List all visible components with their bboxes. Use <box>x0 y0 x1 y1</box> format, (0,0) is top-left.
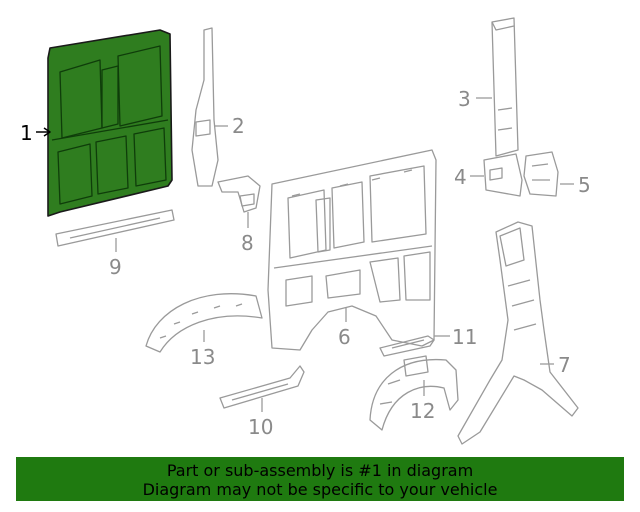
callout-5[interactable]: 5 <box>578 173 591 197</box>
callout-labels: 1 2 3 4 5 6 7 8 9 10 11 12 13 <box>20 87 591 439</box>
callout-10[interactable]: 10 <box>248 415 273 439</box>
callout-1[interactable]: 1 <box>20 121 33 145</box>
callout-11[interactable]: 11 <box>452 325 477 349</box>
parts-diagram: 1 2 3 4 5 6 7 8 9 10 11 12 13 <box>20 17 591 445</box>
part-11-plate[interactable] <box>379 335 435 357</box>
callout-4[interactable]: 4 <box>454 165 467 189</box>
part-9-sill-strip[interactable] <box>55 209 175 247</box>
callout-3[interactable]: 3 <box>458 87 471 111</box>
leader-lines <box>36 97 574 412</box>
part-4-bracket[interactable] <box>483 153 523 197</box>
part-13-wheel-arch[interactable] <box>145 293 263 353</box>
banner-line-2: Diagram may not be specific to your vehi… <box>142 480 498 499</box>
part-1-side-panel[interactable] <box>47 29 173 217</box>
part-2-pillar[interactable] <box>191 27 219 187</box>
callout-12[interactable]: 12 <box>410 399 435 423</box>
part-7-pillar-assembly[interactable] <box>457 221 579 445</box>
part-5-bracket[interactable] <box>523 151 559 197</box>
callout-2[interactable]: 2 <box>232 114 245 138</box>
part-3-upright[interactable] <box>491 17 519 157</box>
banner-line-1: Part or sub-assembly is #1 in diagram <box>166 461 474 480</box>
callout-13[interactable]: 13 <box>190 345 215 369</box>
info-banner: Part or sub-assembly is #1 in diagram Di… <box>16 457 624 501</box>
part-12-wheelhouse-inner[interactable] <box>369 355 459 431</box>
part-6-inner-panel[interactable] <box>267 149 437 351</box>
callout-9[interactable]: 9 <box>109 255 122 279</box>
callout-6[interactable]: 6 <box>338 325 351 349</box>
part-8-bracket[interactable] <box>217 175 261 213</box>
part-10-lower-rail[interactable] <box>219 365 305 409</box>
callout-8[interactable]: 8 <box>241 231 254 255</box>
callout-7[interactable]: 7 <box>558 353 571 377</box>
